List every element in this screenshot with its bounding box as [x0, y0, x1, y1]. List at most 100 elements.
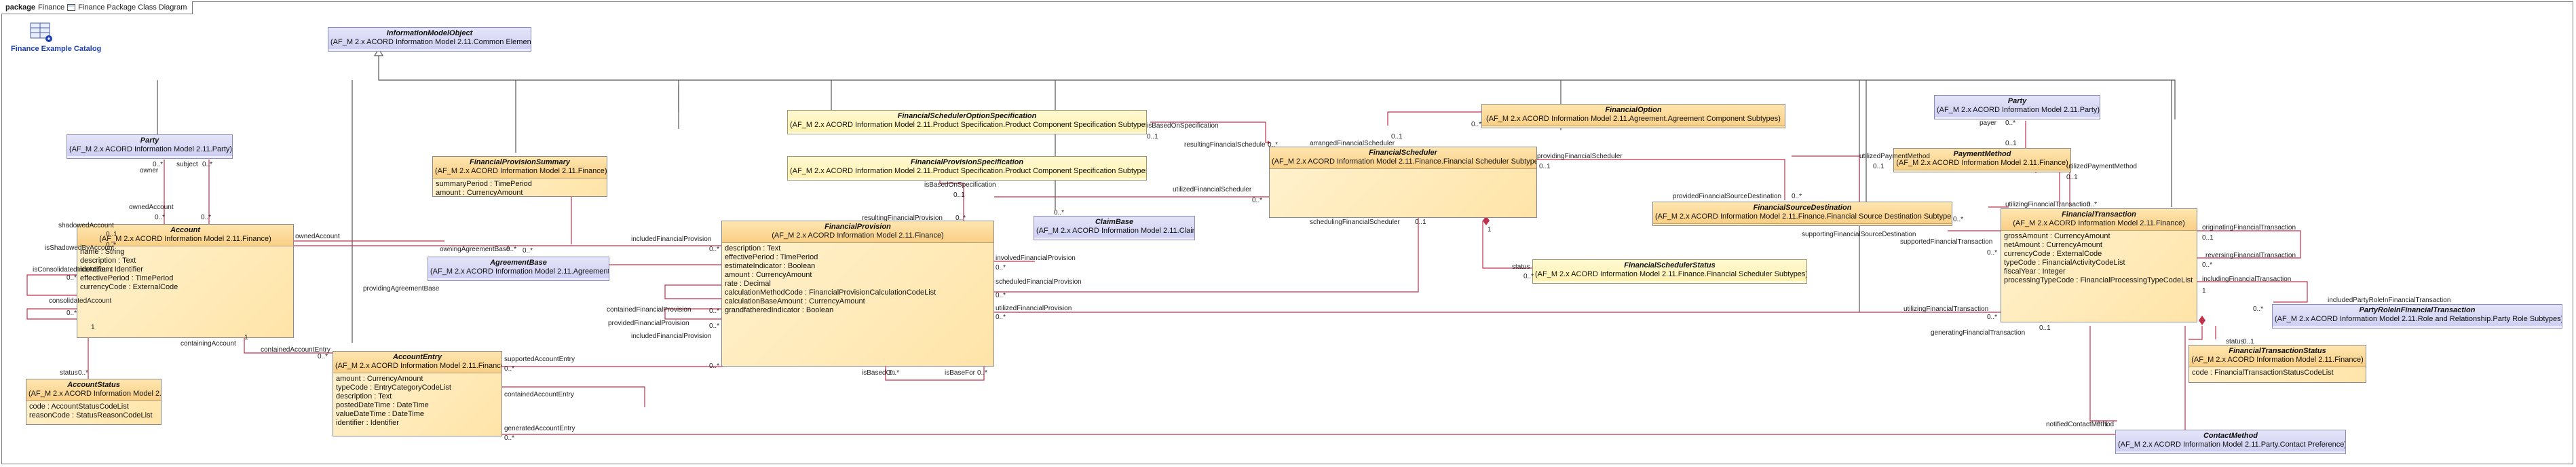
role-label: providedFinancialSourceDestination — [1673, 193, 1782, 200]
role-label: includedFinancialProvision — [631, 236, 712, 243]
class-account[interactable]: Account(AF_M 2.x ACORD Information Model… — [77, 224, 294, 338]
role-label: reversingFinancialTransaction — [2205, 252, 2296, 259]
multiplicity-label: 0..* — [2253, 305, 2264, 313]
multiplicity-label: 0..1 — [1873, 163, 1884, 170]
class-stereotype: (AF_M 2.x ACORD Information Model 2.11.F… — [29, 390, 162, 398]
class-financial-option[interactable]: FinancialOption(AF_M 2.x ACORD Informati… — [1481, 104, 1785, 128]
class-name: Party — [2007, 97, 2027, 105]
class-financial-source-destination[interactable]: FinancialSourceDestination(AF_M 2.x ACOR… — [1652, 202, 1952, 226]
role-label: involvedFinancialProvision — [996, 255, 1076, 262]
class-claim-base[interactable]: ClaimBase(AF_M 2.x ACORD Information Mod… — [1034, 216, 1195, 240]
multiplicity-label: 0..* — [318, 353, 328, 360]
class-payment-method[interactable]: PaymentMethod(AF_M 2.x ACORD Information… — [1893, 148, 2071, 172]
multiplicity-label: 0..* — [106, 242, 117, 249]
attribute: summaryPeriod : TimePeriod — [436, 180, 532, 188]
finance-example-catalog[interactable]: Finance Example Catalog — [11, 20, 102, 53]
class-stereotype: (AF_M 2.x ACORD Information Model 2.11.C… — [1036, 227, 1195, 235]
class-name: ClaimBase — [1095, 218, 1134, 226]
role-label: scheduledFinancialProvision — [996, 278, 1082, 286]
multiplicity-label: 0..* — [506, 246, 517, 253]
attribute: valueDateTime : DateTime — [336, 410, 425, 418]
class-stereotype: (AF_M 2.x ACORD Information Model 2.11.F… — [1535, 270, 1807, 278]
role-label: utilizedPaymentMethod — [1859, 153, 1930, 160]
frame-package-name: Finance — [38, 3, 65, 12]
catalog-label: Finance Example Catalog — [11, 45, 102, 53]
multiplicity-label: 0..* — [709, 307, 720, 315]
attribute: calculationMethodCode : FinancialProvisi… — [725, 288, 936, 297]
role-label: arrangedFinancialScheduler — [1310, 140, 1395, 147]
multiplicity-label: 1 — [2202, 287, 2206, 295]
multiplicity-label: 0..1 — [1147, 133, 1158, 141]
role-label: includingFinancialTransaction — [2202, 276, 2292, 283]
class-financial-provision-specification[interactable]: FinancialProvisionSpecification(AF_M 2.x… — [787, 156, 1147, 181]
class-name: FinancialSchedulerOptionSpecification — [897, 112, 1037, 120]
class-financial-scheduler-status[interactable]: FinancialSchedulerStatus(AF_M 2.x ACORD … — [1532, 259, 1807, 284]
multiplicity-label: 0..* — [67, 274, 77, 282]
role-label: ownedAccount — [295, 233, 340, 240]
frame-title-tab: package Finance Finance Package Class Di… — [1, 1, 193, 14]
class-information-model-object[interactable]: InformationModelObject(AF_M 2.x ACORD In… — [328, 27, 531, 52]
role-label: originatingFinancialTransaction — [2202, 224, 2296, 231]
class-name: FinancialTransactionStatus — [2229, 347, 2326, 355]
multiplicity-label: 0..* — [1953, 216, 1964, 223]
multiplicity-label: 1 — [91, 324, 95, 331]
class-financial-transaction-status[interactable]: FinancialTransactionStatus(AF_M 2.x ACOR… — [2189, 345, 2366, 383]
class-name: FinancialProvisionSpecification — [910, 158, 1024, 166]
multiplicity-label: 0..* — [709, 322, 720, 330]
class-stereotype: (AF_M 2.x ACORD Information Model 2.11.F… — [2013, 219, 2185, 227]
class-agreement-base[interactable]: AgreementBase(AF_M 2.x ACORD Information… — [428, 257, 609, 281]
class-name: FinancialProvision — [825, 223, 891, 231]
attribute: estimateIndicator : Boolean — [725, 262, 816, 270]
multiplicity-label: 0..* — [1268, 141, 1278, 149]
multiplicity-label: 0..1 — [1391, 133, 1403, 141]
class-financial-provision-summary[interactable]: FinancialProvisionSummary(AF_M 2.x ACORD… — [432, 156, 607, 197]
attribute: reasonCode : StatusReasonCodeList — [29, 411, 153, 419]
role-label: utilizingFinancialTransaction — [2005, 201, 2091, 208]
role-label: ownedAccount — [129, 204, 174, 211]
attribute: currencyCode : ExternalCode — [2004, 250, 2102, 258]
role-label: containedAccountEntry — [504, 391, 574, 398]
class-stereotype: (AF_M 2.x ACORD Information Model 2.11.P… — [1937, 106, 2100, 114]
role-label: owner — [140, 167, 159, 174]
frame-keyword: package — [5, 3, 36, 12]
multiplicity-label: 0..* — [201, 214, 212, 221]
multiplicity-label: 0..* — [78, 369, 89, 377]
attribute: amount : CurrencyAmount — [725, 271, 812, 279]
multiplicity-label: 1 — [1488, 226, 1492, 234]
attribute: identifier : Identifier — [336, 419, 399, 427]
role-label: isBasedOn — [862, 369, 895, 377]
multiplicity-label: 0..1 — [2097, 421, 2108, 428]
role-label: includedFinancialProvision — [631, 333, 712, 340]
role-label: subject — [176, 161, 198, 168]
class-financial-provision[interactable]: FinancialProvision(AF_M 2.x ACORD Inform… — [721, 221, 994, 367]
class-financial-transaction[interactable]: FinancialTransaction(AF_M 2.x ACORD Info… — [2001, 208, 2197, 322]
role-label: isBaseFor — [945, 369, 976, 377]
multiplicity-label: 1 — [244, 334, 248, 341]
role-label: containingAccount — [181, 340, 236, 348]
attribute: code : AccountStatusCodeList — [29, 403, 129, 411]
class-account-entry[interactable]: AccountEntry(AF_M 2.x ACORD Information … — [333, 351, 502, 436]
multiplicity-label: 0..* — [977, 369, 988, 377]
multiplicity-label: 0..1 — [2243, 338, 2254, 345]
role-label: utilizedFinancialProvision — [996, 305, 1072, 312]
class-party-right[interactable]: Party(AF_M 2.x ACORD Information Model 2… — [1934, 95, 2100, 119]
role-label: supportedFinancialTransaction — [1900, 238, 1993, 246]
multiplicity-label: 0..* — [996, 264, 1006, 272]
class-party-left[interactable]: Party(AF_M 2.x ACORD Information Model 2… — [67, 134, 233, 159]
class-financial-scheduler-option-specification[interactable]: FinancialSchedulerOptionSpecification(AF… — [787, 110, 1147, 134]
attribute: amount : CurrencyAmount — [436, 189, 523, 197]
multiplicity-label: 0..* — [67, 310, 77, 317]
class-financial-scheduler[interactable]: FinancialScheduler(AF_M 2.x ACORD Inform… — [1269, 147, 1537, 218]
class-diagram-icon — [67, 4, 76, 11]
role-label: containedFinancialProvision — [607, 306, 692, 314]
class-stereotype: (AF_M 2.x ACORD Information Model 2.11.R… — [2275, 315, 2562, 323]
multiplicity-label: 0..* — [1252, 197, 1263, 204]
class-party-role-in-financial-transaction[interactable]: PartyRoleInFinancialTransaction(AF_M 2.x… — [2272, 304, 2562, 329]
class-account-status[interactable]: AccountStatus(AF_M 2.x ACORD Information… — [26, 379, 162, 425]
class-name: FinancialSchedulerStatus — [1624, 261, 1716, 269]
role-label: payer — [1980, 119, 1997, 127]
attribute: calculationBaseAmount : CurrencyAmount — [725, 297, 865, 305]
class-contact-method[interactable]: ContactMethod(AF_M 2.x ACORD Information… — [2115, 430, 2346, 454]
attribute: effectivePeriod : TimePeriod — [80, 274, 174, 282]
catalog-icon — [28, 20, 55, 43]
